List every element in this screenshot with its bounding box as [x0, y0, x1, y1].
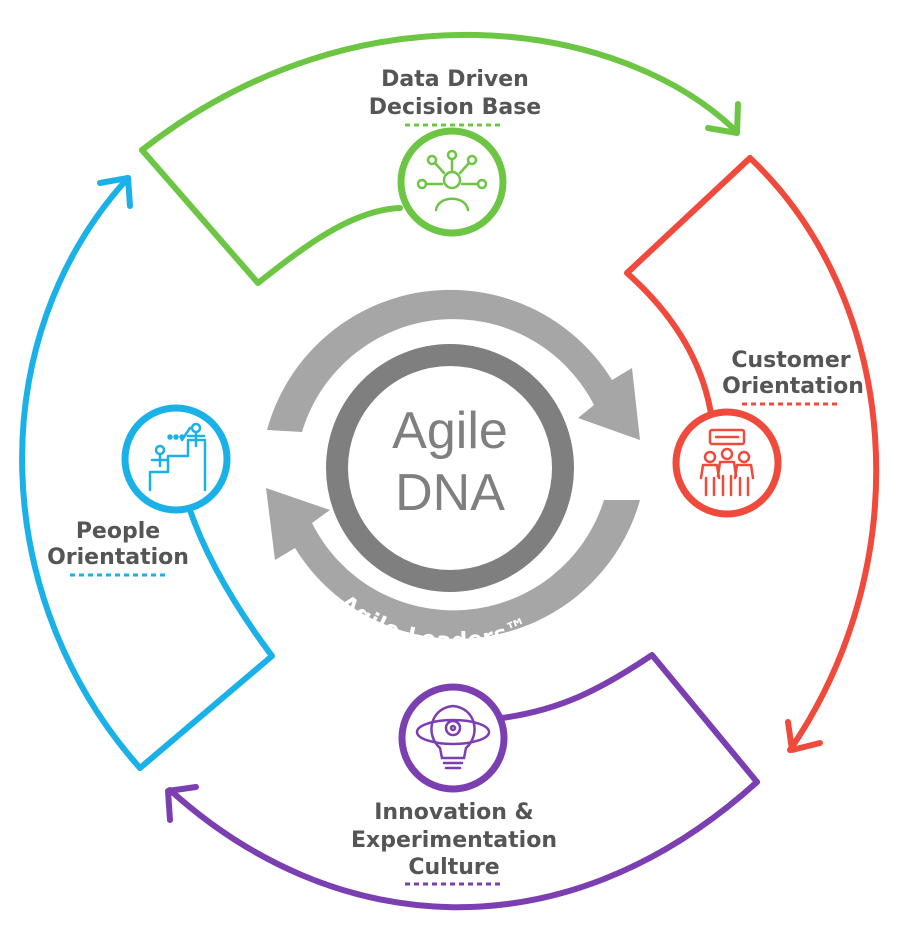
people-orientation-label: People Orientation: [47, 519, 189, 577]
green-arrowhead: [705, 101, 741, 136]
agile-studio-arrow-band: [267, 289, 640, 440]
center-word-agile: Agile: [392, 402, 508, 460]
people-label-line2: Orientation: [47, 545, 189, 570]
innovation-label-line2: Experimentation: [351, 828, 557, 853]
blue-arrowhead: [97, 175, 133, 209]
red-inner-edge: [624, 155, 753, 423]
blue-inner-edge: [137, 492, 275, 771]
red-cycle-segment: [624, 155, 880, 753]
red-arc: [747, 155, 880, 753]
agile-leaders-arrow-band: [266, 488, 640, 639]
green-cycle-segment: [139, 31, 741, 286]
customer-orientation-label: Customer Orientation: [722, 348, 864, 406]
purple-cycle-segment: [165, 652, 760, 911]
customer-group-icon: [672, 408, 782, 518]
green-arc: [139, 31, 738, 153]
center-word-dna: DNA: [395, 464, 505, 522]
green-inner-edge: [139, 147, 403, 286]
blue-arc: [19, 175, 143, 771]
data-driven-label-line1: Data Driven: [381, 67, 529, 92]
customer-label-line2: Orientation: [722, 374, 864, 399]
innovation-label: Innovation & Experimentation Culture: [351, 800, 557, 886]
data-driven-label: Data Driven Decision Base: [369, 67, 541, 127]
people-network-icon: [397, 127, 507, 237]
people-climbing-icon: [121, 404, 231, 514]
purple-arrowhead: [165, 784, 199, 823]
innovation-label-line3: Culture: [408, 855, 499, 880]
red-arrowhead: [785, 719, 823, 753]
purple-arc: [167, 779, 760, 911]
lightbulb-gear-icon: [398, 683, 508, 793]
data-driven-label-line2: Decision Base: [369, 95, 541, 120]
customer-label-line1: Customer: [731, 348, 850, 373]
people-label-line1: People: [76, 519, 160, 544]
innovation-label-line1: Innovation &: [374, 800, 534, 825]
blue-cycle-segment: [19, 175, 275, 771]
center-core: Agile DNA: [326, 344, 574, 592]
purple-inner-edge: [499, 652, 760, 785]
